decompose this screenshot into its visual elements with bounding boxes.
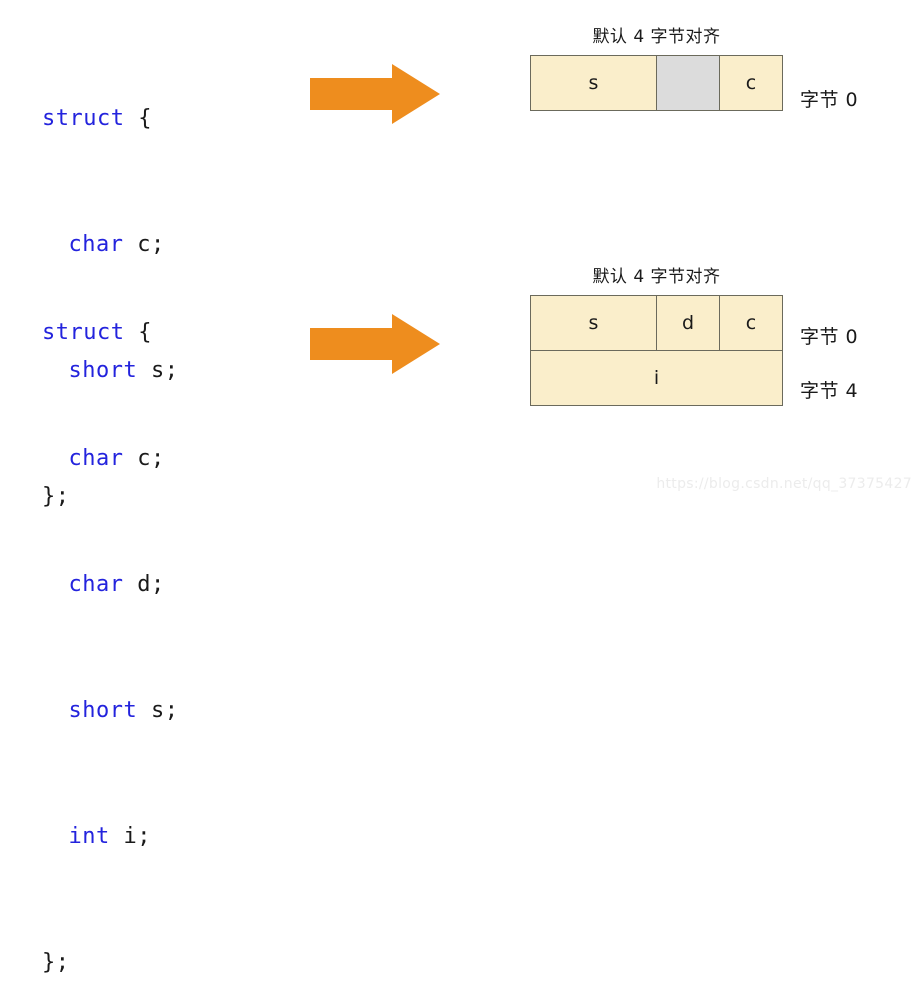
code-line: short s;: [42, 350, 178, 392]
code-token: i;: [109, 824, 151, 849]
memory-layout-diagram-2: 默认 4 字节对齐 s d c i: [530, 262, 783, 406]
keyword-token: int: [68, 824, 110, 849]
code-token: };: [42, 950, 70, 975]
keyword-token: char: [68, 232, 124, 257]
byte-offset-label-0: 字节 0: [800, 326, 859, 348]
byte-offset-label-0: 字节 0: [800, 89, 859, 111]
memory-cell-s: s: [530, 295, 657, 351]
memory-cell-d: d: [656, 295, 720, 351]
code-token: {: [124, 320, 152, 345]
keyword-token: char: [68, 572, 124, 597]
struct-code-block-2: struct { char c; char d; short s; int i;…: [42, 228, 178, 996]
keyword-token: struct: [42, 106, 125, 131]
memory-cell-i: i: [530, 350, 783, 406]
diagram-title: 默认 4 字节对齐: [592, 27, 721, 47]
memory-cell-c: c: [719, 55, 783, 111]
code-line: short s;: [42, 690, 178, 732]
memory-table: s d c i: [530, 295, 783, 406]
code-line: int i;: [42, 816, 178, 858]
byte-offset-label-4: 字节 4: [800, 380, 859, 402]
code-line: struct {: [42, 312, 178, 354]
code-line: char d;: [42, 564, 178, 606]
keyword-token: short: [68, 698, 138, 723]
code-line: char c;: [42, 438, 178, 480]
code-token: d;: [123, 572, 165, 597]
table-row: s c: [530, 55, 783, 111]
memory-cell-s: s: [530, 55, 657, 111]
keyword-token: short: [68, 358, 138, 383]
diagram-title: 默认 4 字节对齐: [592, 267, 721, 287]
code-token: s;: [137, 698, 179, 723]
code-token: {: [124, 106, 152, 131]
memory-cell-padding: [656, 55, 720, 111]
code-token: c;: [123, 446, 165, 471]
table-row: i: [530, 350, 783, 406]
memory-layout-diagram-1: 默认 4 字节对齐 s c: [530, 22, 783, 111]
code-token: s;: [137, 358, 179, 383]
code-line: char c;: [42, 224, 178, 266]
watermark-url: https://blog.csdn.net/qq_37375427: [656, 476, 912, 492]
right-arrow-icon: [310, 312, 440, 376]
keyword-token: struct: [42, 320, 125, 345]
memory-cell-c: c: [719, 295, 783, 351]
memory-table: s c: [530, 55, 783, 111]
right-arrow-icon: [310, 62, 440, 126]
code-line: };: [42, 942, 178, 984]
table-row: s d c: [530, 295, 783, 351]
code-token: c;: [123, 232, 165, 257]
keyword-token: char: [68, 446, 124, 471]
code-line: struct {: [42, 98, 178, 140]
